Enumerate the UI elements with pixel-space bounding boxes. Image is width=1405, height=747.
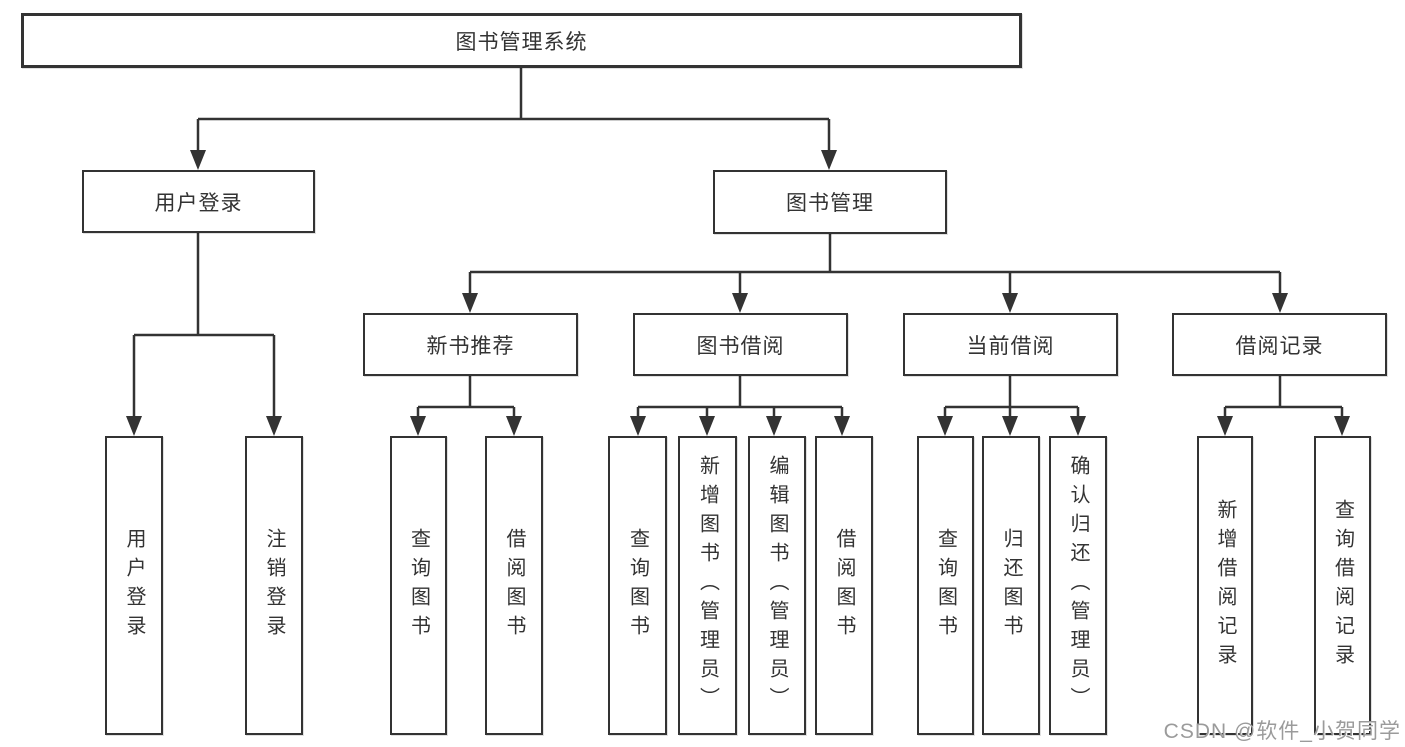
node-borrowing-records-label: 借阅记录 xyxy=(1235,334,1324,358)
leaf-logout-login: 注销登录 xyxy=(245,436,303,735)
leaf-query-borrow-record-label: 查询借阅记录 xyxy=(1331,498,1354,673)
leaf-query-books-2: 查询图书 xyxy=(608,436,667,735)
node-book-borrowing-label: 图书借阅 xyxy=(696,334,785,358)
leaf-edit-books-admin: 编辑图书（管理员） xyxy=(748,436,806,735)
node-current-borrowing: 当前借阅 xyxy=(903,313,1118,376)
leaf-query-books-3: 查询图书 xyxy=(917,436,974,735)
leaf-return-books-label: 归还图书 xyxy=(1000,527,1022,644)
leaf-query-borrow-record: 查询借阅记录 xyxy=(1314,436,1371,735)
leaf-add-borrow-record-label: 新增借阅记录 xyxy=(1214,498,1236,673)
leaf-add-books-admin: 新增图书（管理员） xyxy=(678,436,737,735)
leaf-return-books: 归还图书 xyxy=(982,436,1040,735)
leaf-user-login: 用户登录 xyxy=(105,436,163,735)
node-new-book-recommend-label: 新书推荐 xyxy=(426,334,515,358)
leaf-query-books-2-label: 查询图书 xyxy=(626,527,649,644)
node-library-system-label: 图书管理系统 xyxy=(455,30,588,54)
node-current-borrowing-label: 当前借阅 xyxy=(966,334,1055,358)
csdn-watermark: CSDN @软件_小贺同学 xyxy=(1163,720,1401,743)
leaf-user-login-label: 用户登录 xyxy=(123,527,145,644)
leaf-confirm-return-admin: 确认归还（管理员） xyxy=(1049,436,1107,735)
node-library-system: 图书管理系统 xyxy=(21,13,1022,68)
leaf-query-books-1: 查询图书 xyxy=(390,436,447,735)
leaf-logout-login-label: 注销登录 xyxy=(263,527,285,644)
leaf-add-borrow-record: 新增借阅记录 xyxy=(1197,436,1253,735)
leaf-borrow-books-1: 借阅图书 xyxy=(485,436,543,735)
leaf-edit-books-admin-label: 编辑图书（管理员） xyxy=(766,455,788,716)
leaf-query-books-3-label: 查询图书 xyxy=(934,527,957,644)
node-new-book-recommend: 新书推荐 xyxy=(363,313,578,376)
node-book-management-label: 图书管理 xyxy=(786,192,874,215)
node-book-management: 图书管理 xyxy=(713,170,947,234)
leaf-borrow-books-1-label: 借阅图书 xyxy=(503,527,525,644)
leaf-borrow-books-2-label: 借阅图书 xyxy=(833,527,855,644)
node-user-login-label: 用户登录 xyxy=(154,191,243,215)
leaf-query-books-1-label: 查询图书 xyxy=(407,527,430,644)
leaf-borrow-books-2: 借阅图书 xyxy=(815,436,873,735)
node-borrowing-records: 借阅记录 xyxy=(1172,313,1387,376)
node-book-borrowing: 图书借阅 xyxy=(633,313,848,376)
leaf-add-books-admin-label: 新增图书（管理员） xyxy=(696,455,719,716)
leaf-confirm-return-admin-label: 确认归还（管理员） xyxy=(1067,455,1089,716)
node-user-login: 用户登录 xyxy=(82,170,315,233)
